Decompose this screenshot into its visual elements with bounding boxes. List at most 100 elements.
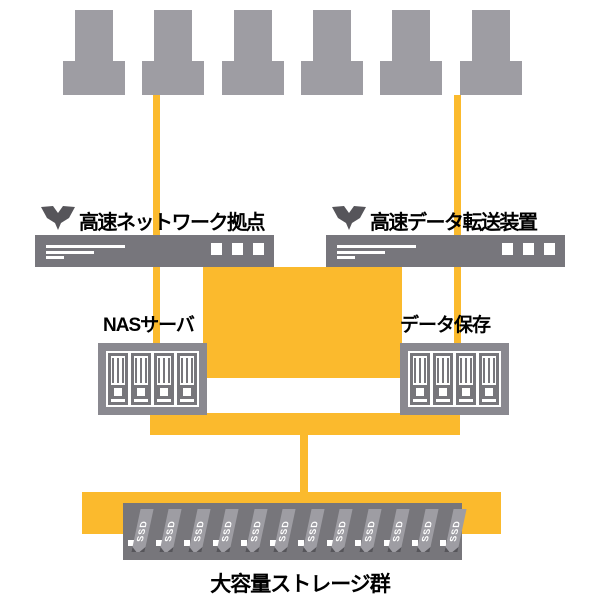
blade-label: SSD — [163, 520, 178, 542]
drive-bay — [108, 353, 128, 405]
bay-vents — [112, 358, 124, 383]
bay-button — [111, 385, 125, 399]
client-top — [392, 10, 431, 61]
blade-label: SSD — [333, 520, 349, 542]
port-square — [253, 243, 264, 255]
blade-label: SSD — [134, 520, 150, 542]
core-network-block — [203, 267, 402, 378]
bay-vents — [437, 358, 449, 383]
nas-chassis-right — [400, 343, 509, 415]
drive-bay — [131, 353, 151, 405]
client-terminal — [142, 10, 205, 95]
rack-led — [184, 540, 191, 546]
panel-line — [337, 245, 416, 248]
rack-led — [212, 540, 219, 546]
ssd-blade: SSD — [216, 509, 239, 552]
client-base — [380, 61, 443, 95]
bay-vents — [460, 358, 472, 383]
client-base — [300, 61, 363, 95]
panel-line — [46, 251, 94, 254]
client-top — [471, 10, 510, 61]
switch-right-label: 高速データ転送装置 — [370, 212, 538, 234]
rack-led — [241, 540, 248, 546]
rack-led — [440, 540, 447, 546]
bay-button — [180, 385, 194, 399]
bay-vents — [483, 358, 495, 383]
network-line-right-upper — [454, 95, 461, 235]
ssd-blade: SSD — [302, 509, 325, 552]
client-base — [63, 61, 125, 95]
client-top — [312, 10, 351, 61]
bay-button — [482, 385, 496, 399]
wing-icon — [41, 206, 75, 230]
blade-label: SSD — [305, 520, 320, 542]
switch-right-label-group: 高速データ転送装置 — [331, 205, 538, 234]
ssd-blade: SSD — [330, 509, 353, 552]
switch-chassis-right — [326, 235, 565, 267]
port-square — [232, 243, 243, 255]
wing-icon — [332, 206, 366, 230]
rack-led — [269, 540, 276, 546]
drive-bay — [433, 353, 453, 405]
blade-label: SSD — [219, 520, 235, 542]
bay-vents — [158, 358, 170, 383]
bay-button — [436, 385, 450, 399]
nas-right-label: データ保存 — [400, 315, 491, 336]
bay-button — [413, 385, 427, 399]
bay-vents — [135, 358, 147, 383]
client-terminal — [221, 10, 284, 95]
client-base — [459, 61, 522, 95]
client-terminal — [380, 10, 443, 95]
blade-label: SSD — [447, 520, 463, 542]
ssd-blade: SSD — [387, 509, 410, 552]
panel-line — [337, 251, 385, 254]
interconnect-connector — [300, 435, 308, 492]
client-terminal — [63, 10, 125, 95]
client-base — [142, 61, 205, 95]
switch-left-label-group: 高速ネットワーク拠点 — [40, 205, 266, 233]
blade-label: SSD — [248, 520, 263, 542]
storage-rack: SSD SSD SSD SSD SSD SSD SSD SSD SSD SSD SSD SSD — [123, 503, 467, 560]
client-base — [221, 61, 284, 95]
network-line-right-lower — [454, 267, 461, 350]
blade-label: SSD — [390, 520, 406, 542]
blade-label: SSD — [419, 520, 434, 542]
drive-bay — [154, 353, 174, 405]
port-square — [523, 243, 534, 255]
port-square — [544, 243, 555, 255]
blade-label: SSD — [191, 520, 207, 542]
blade-label: SSD — [276, 520, 292, 542]
drive-bay — [479, 353, 499, 405]
client-top — [75, 10, 113, 61]
rack-led — [155, 540, 162, 546]
rack-led — [355, 540, 362, 546]
client-top — [233, 10, 272, 61]
bay-button — [134, 385, 148, 399]
panel-line — [337, 256, 355, 259]
drive-bay — [410, 353, 430, 405]
client-terminal — [459, 10, 522, 95]
rack-led — [383, 540, 390, 546]
nas-interconnect-bar — [150, 413, 460, 435]
port-square — [211, 243, 222, 255]
rack-led — [298, 540, 305, 546]
bay-button — [459, 385, 473, 399]
panel-line — [46, 256, 64, 259]
storage-cluster-label: 大容量ストレージ群 — [210, 573, 391, 596]
rack-led — [127, 540, 134, 546]
nas-left-label: NASサーバ — [103, 315, 195, 336]
rack-led — [326, 540, 333, 546]
ssd-blade: SSD — [159, 509, 183, 552]
ssd-blade: SSD — [131, 509, 154, 552]
ssd-blade: SSD — [245, 509, 268, 552]
ssd-blade: SSD — [188, 509, 211, 552]
drive-bay — [456, 353, 476, 405]
ssd-blade: SSD — [359, 509, 382, 552]
rack-led — [412, 540, 418, 546]
ssd-blade: SSD — [273, 509, 296, 552]
bay-vents — [181, 358, 193, 383]
port-square — [502, 243, 513, 255]
client-top — [154, 10, 193, 61]
bay-vents — [414, 358, 426, 383]
